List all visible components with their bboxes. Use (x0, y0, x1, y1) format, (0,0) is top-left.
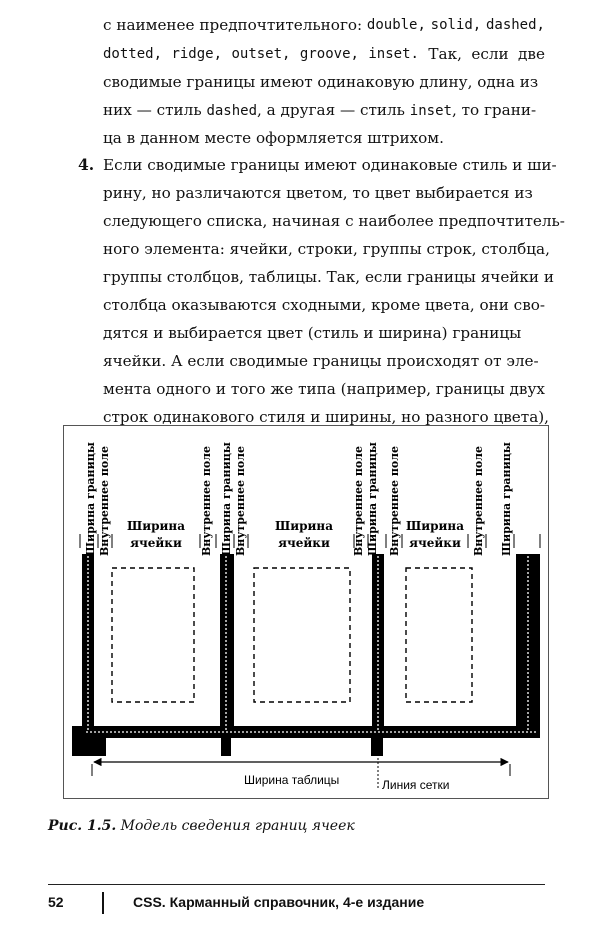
text-line: с наименее предпочтительного: double, so… (103, 14, 545, 36)
label-border-width: Ширина границы (84, 442, 97, 556)
text-line: dotted, ridge, outset, groove, inset. Та… (103, 43, 545, 65)
label-border-width: Ширина границы (220, 442, 233, 556)
text-line-content: группы столбцов, таблицы. Так, если гран… (103, 268, 554, 286)
code-word: solid, (430, 17, 482, 33)
text-fragment: , то грани- (451, 101, 537, 119)
code-word: dashed (206, 103, 258, 119)
caption-text: Модель сведения границ ячеек (120, 818, 355, 834)
text-line-content: рину, но различаются цветом, то цвет выб… (103, 184, 533, 202)
code-word: ridge, (171, 46, 223, 62)
text-line-content: строк одинакового стиля и ширины, но раз… (103, 408, 549, 426)
code-word: inset (409, 103, 452, 119)
footer-divider (48, 884, 545, 885)
text-line: ца в данном месте оформляется штрихом. (103, 127, 545, 149)
label-table-width: Ширина таблицы (244, 773, 339, 787)
text-fragment: , а другая — стиль (257, 101, 410, 119)
code-word: groove, (299, 46, 359, 62)
text-word: Так, (428, 45, 462, 63)
text-line-content: следующего списка, начиная с наиболее пр… (103, 212, 565, 230)
code-word: dotted, (103, 46, 163, 62)
text-line: рину, но различаются цветом, то цвет выб… (103, 182, 545, 204)
label-padding: Внутреннее поле (234, 446, 247, 556)
label-cell-width: ячейки (409, 536, 461, 550)
label-padding: Внутреннее поле (98, 446, 111, 556)
text-line-content: ца в данном месте оформляется штрихом. (103, 129, 444, 147)
label-padding: Внутреннее поле (388, 446, 401, 556)
text-line-content: дятся и выбирается цвет (стиль и ширина)… (103, 324, 522, 342)
label-border-width: Ширина границы (500, 442, 513, 556)
text-line-content: мента одного и того же типа (например, г… (103, 380, 545, 398)
text-word: с наименее предпочтительного: (103, 16, 363, 34)
text-line: ного элемента: ячейки, строки, группы ст… (103, 238, 550, 260)
text-line: мента одного и того же типа (например, г… (103, 378, 545, 400)
text-line: столбца оказываются сходными, кроме цвет… (103, 294, 545, 316)
text-line-content: столбца оказываются сходными, кроме цвет… (103, 296, 546, 314)
text-word: две (518, 45, 545, 63)
label-padding: Внутреннее поле (472, 446, 485, 556)
code-word: dashed, (485, 17, 545, 33)
text-line: строк одинакового стиля и ширины, но раз… (103, 406, 549, 428)
page-number: 52 (48, 894, 64, 910)
code-word: inset. (368, 46, 419, 62)
text-line: сводимые границы имеют одинаковую длину,… (103, 71, 545, 93)
text-fragment: них — стиль (103, 101, 207, 119)
label-cell-width: Ширина (127, 519, 185, 533)
book-title: CSS. Карманный справочник, 4-е издание (133, 894, 425, 910)
code-word: double, (366, 17, 426, 33)
label-border-width: Ширина границы (366, 442, 379, 556)
caption-label: Рис. 1.5. (48, 818, 117, 834)
text-line: них — стиль dashed, а другая — стиль ins… (103, 99, 545, 122)
list-item-number: 4. (78, 155, 95, 174)
text-line: группы столбцов, таблицы. Так, если гран… (103, 266, 554, 288)
text-line: следующего списка, начиная с наиболее пр… (103, 210, 565, 232)
label-cell-width: Ширина (406, 519, 464, 533)
label-padding: Внутреннее поле (352, 446, 365, 556)
text-mixed: них — стиль dashed, а другая — стиль ins… (103, 99, 536, 122)
label-cell-width: ячейки (130, 536, 182, 550)
text-line: Если сводимые границы имеют одинаковые с… (103, 154, 557, 176)
text-line: ячейки. А если сводимые границы происход… (103, 350, 545, 372)
label-padding: Внутреннее поле (200, 446, 213, 556)
label-cell-width: ячейки (278, 536, 330, 550)
label-grid-line: Линия сетки (382, 778, 449, 792)
figure-caption: Рис. 1.5. Модель сведения границ ячеек (48, 818, 355, 834)
text-line-content: ного элемента: ячейки, строки, группы ст… (103, 240, 550, 258)
border-collapse-diagram: Ширина границы Внутреннее поле Внутренне… (72, 442, 541, 792)
code-word: outset, (231, 46, 291, 62)
label-cell-width: Ширина (275, 519, 333, 533)
text-line-content: сводимые границы имеют одинаковую длину,… (103, 73, 539, 91)
figure-border-collapse: Ширина границы Внутреннее поле Внутренне… (63, 425, 549, 799)
text-line-content: ячейки. А если сводимые границы происход… (103, 352, 539, 370)
footer-separator (102, 892, 104, 914)
text-line: дятся и выбирается цвет (стиль и ширина)… (103, 322, 545, 344)
text-line-content: Если сводимые границы имеют одинаковые с… (103, 156, 557, 174)
text-word: если (471, 45, 509, 63)
